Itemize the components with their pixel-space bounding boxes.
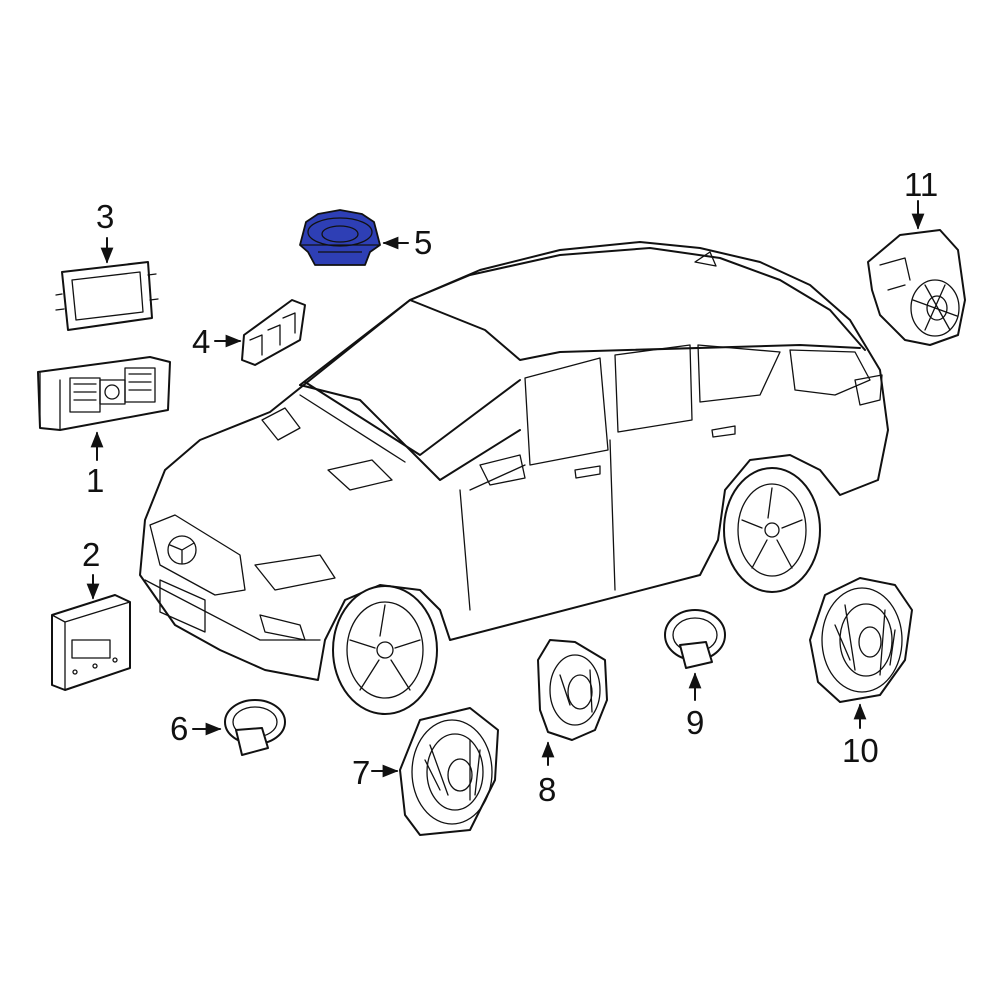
part-8-midrange-speaker[interactable] (537, 639, 608, 766)
label-part-11: 11 (904, 166, 938, 203)
label-part-7: 7 (352, 754, 370, 791)
part-7-door-speaker[interactable] (371, 707, 499, 836)
label-part-3: 3 (96, 198, 114, 235)
front-wheel (332, 585, 438, 715)
part-2-amplifier[interactable] (51, 574, 131, 691)
label-part-4: 4 (192, 323, 210, 360)
label-part-10: 10 (842, 732, 879, 769)
label-part-6: 6 (170, 710, 188, 747)
part-9-tweeter[interactable] (664, 609, 726, 701)
part-4-control-module[interactable] (214, 299, 306, 366)
label-part-2: 2 (82, 536, 100, 573)
part-10-door-speaker[interactable] (809, 577, 913, 729)
part-11-subwoofer[interactable] (867, 200, 966, 346)
vehicle-illustration (139, 241, 889, 715)
part-3-display-screen[interactable] (55, 237, 159, 331)
label-part-5: 5 (414, 224, 432, 261)
part-6-tweeter[interactable] (192, 699, 286, 756)
rear-wheel (723, 467, 821, 593)
part-5-tweeter-speaker[interactable] (299, 209, 409, 266)
part-1-control-panel[interactable] (37, 356, 171, 461)
label-part-1: 1 (86, 462, 104, 499)
label-part-8: 8 (538, 771, 556, 808)
label-part-9: 9 (686, 704, 704, 741)
